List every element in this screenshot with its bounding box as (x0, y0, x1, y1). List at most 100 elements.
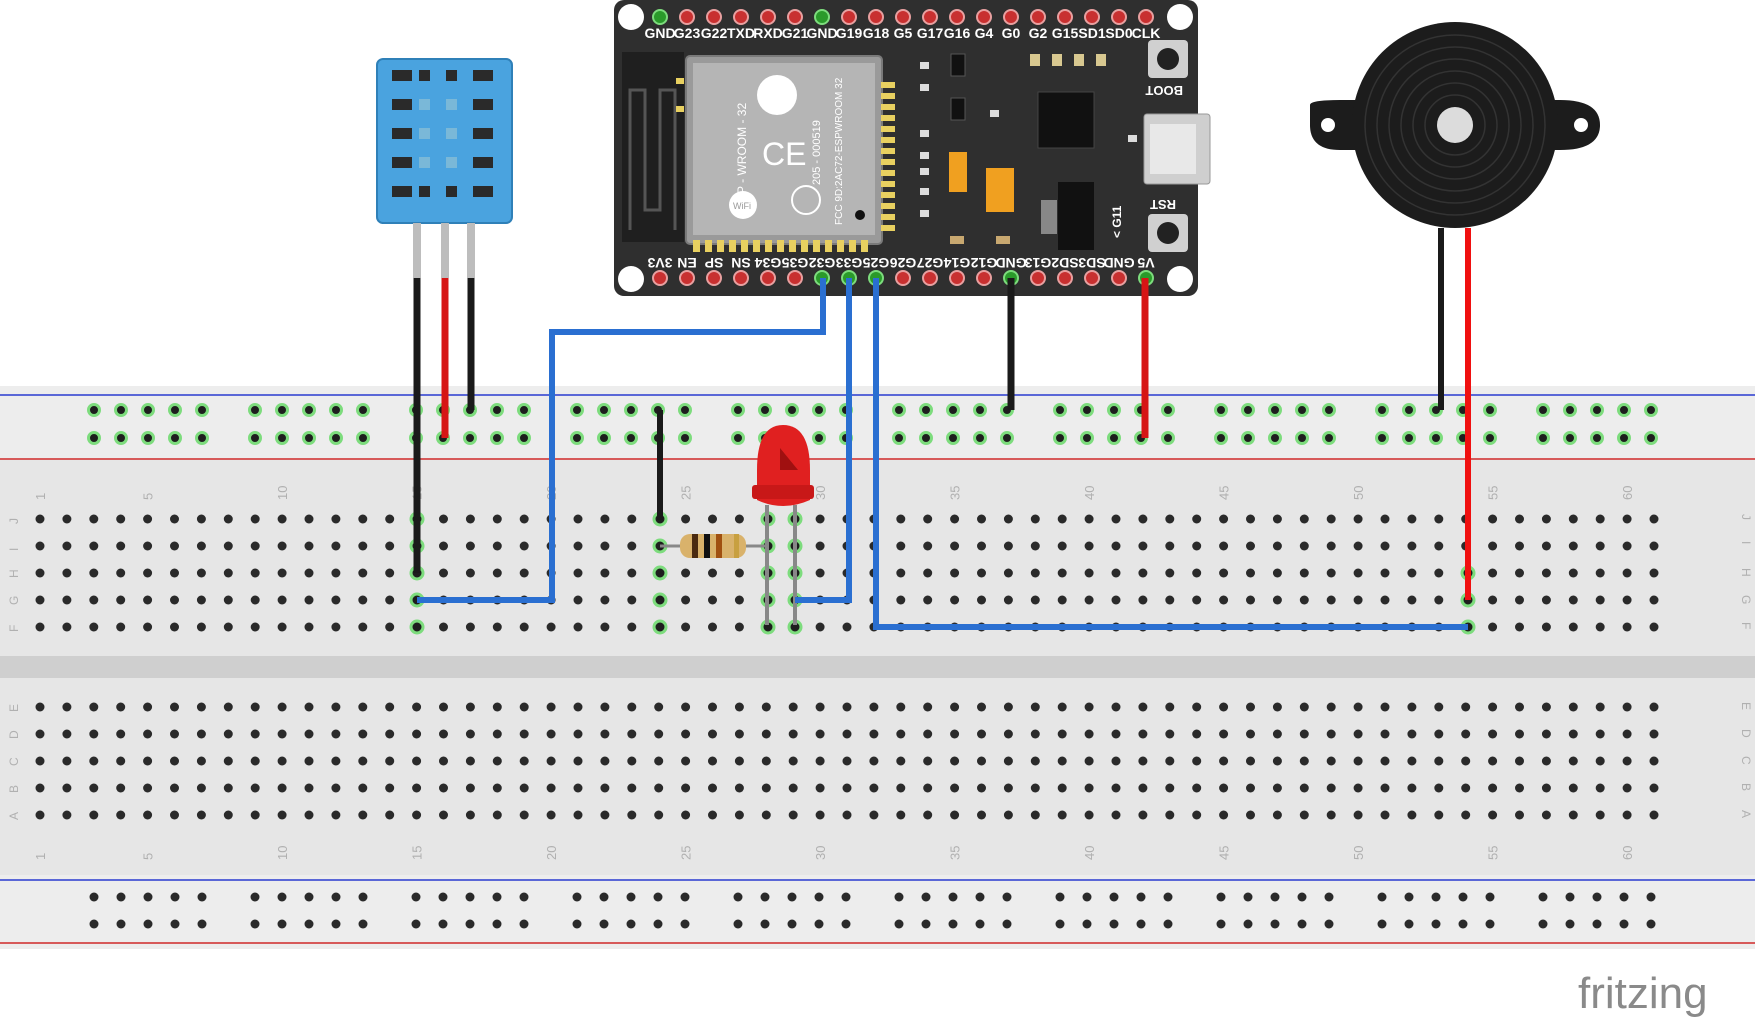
smd-resistor (1128, 135, 1137, 142)
smd-led (1074, 54, 1084, 66)
breadboard-hole (277, 729, 287, 739)
breadboard-hole (842, 783, 852, 793)
breadboard-hole (923, 810, 933, 820)
rail-hole (1322, 431, 1336, 445)
breadboard-hole (1326, 729, 1336, 739)
breadboard-hole (923, 702, 933, 712)
wire-g32-dht[interactable] (417, 278, 826, 603)
rail-hole (1163, 919, 1173, 929)
esp32-bottom-pin-label: G14 (944, 255, 971, 271)
rail-hole (1322, 403, 1336, 417)
breadboard-hole (1084, 541, 1094, 551)
esp32-top-pin-label: TXD (727, 25, 755, 41)
esp32-pin (1084, 270, 1100, 286)
breadboard-hole (761, 756, 771, 766)
smd-capacitor (996, 236, 1010, 244)
dht11-vent (419, 99, 430, 110)
wire-g25-buzzer[interactable] (873, 278, 1468, 630)
breadboard-hole (788, 783, 798, 793)
breadboard-hole (654, 702, 664, 712)
breadboard-hole (573, 702, 583, 712)
breadboard-hole (1057, 810, 1067, 820)
rail-hole (733, 919, 743, 929)
rail-hole (570, 431, 584, 445)
module-pin (801, 240, 808, 252)
breadboard-hole (627, 810, 637, 820)
esp32-top-pin-label: SD0 (1105, 25, 1132, 41)
breadboard-hole (250, 541, 260, 551)
resistor[interactable] (660, 534, 768, 558)
rail-hole (731, 431, 745, 445)
breadboard-hole (412, 756, 422, 766)
rail-hole (894, 919, 904, 929)
breadboard-hole (358, 783, 368, 793)
breadboard-hole (1246, 783, 1255, 793)
breadboard-hole (1111, 729, 1121, 739)
breadboard-hole (35, 541, 45, 551)
breadboard-hole (143, 622, 153, 632)
breadboard-hole (708, 622, 717, 632)
breadboard-hole (1030, 514, 1040, 524)
breadboard-hole (1299, 568, 1309, 578)
breadboard-hole (1434, 729, 1444, 739)
esp32-bottom-pin-label: G33 (836, 255, 863, 271)
breadboard-hole (1219, 568, 1229, 578)
esp32-devkit[interactable]: ESP - WROOM - 32 205 - 000519 FCC 9D:2AC… (614, 0, 1211, 296)
breadboard-hole (573, 783, 583, 793)
breadboard-hole (143, 729, 153, 739)
breadboard-hole (1084, 810, 1094, 820)
wire-g33-led[interactable] (795, 278, 852, 603)
esp32-pin (1138, 9, 1154, 25)
breadboard-hole (385, 595, 395, 605)
breadboard-hole (1057, 541, 1067, 551)
breadboard-hole (1568, 756, 1578, 766)
dht11-sensor[interactable] (376, 58, 513, 278)
rail-hole (626, 919, 636, 929)
breadboard-hole (1515, 756, 1524, 766)
column-label-bottom: 40 (1082, 846, 1097, 860)
breadboard-hole (385, 729, 395, 739)
rail-hole (1297, 919, 1307, 929)
breadboard-hole (734, 702, 744, 712)
breadboard-hole (627, 595, 637, 605)
breadboard-hole (1165, 783, 1175, 793)
smd-resistor (920, 130, 929, 137)
breadboard-hole (304, 622, 314, 632)
breadboard-hole (708, 568, 717, 578)
breadboard-hole (950, 514, 960, 524)
esp32-bottom-pin-label: GND (995, 255, 1026, 271)
breadboard-hole (950, 756, 960, 766)
module-pin (881, 192, 895, 198)
module-pin (676, 78, 684, 84)
breadboard-hole (1595, 729, 1605, 739)
buzzer-ring (1364, 34, 1546, 216)
breadboard-hole (600, 729, 610, 739)
row-label-left: A (7, 812, 21, 820)
rail-hole (1483, 431, 1497, 445)
piezo-buzzer[interactable] (1310, 22, 1600, 228)
rail-hole (1216, 892, 1226, 902)
breadboard-hole (223, 541, 233, 551)
module-pin (881, 137, 895, 143)
breadboard-hole (1407, 514, 1417, 524)
rail-hole (1590, 403, 1604, 417)
dht11-vent (446, 186, 457, 197)
breadboard-hole (1299, 810, 1309, 820)
breadboard-hole (1595, 702, 1605, 712)
breadboard-hole (1165, 756, 1175, 766)
module-pin (881, 126, 895, 132)
breadboard-hole (1461, 810, 1471, 820)
esp32-pin (706, 270, 722, 286)
breadboard-hole (331, 514, 341, 524)
breadboard-hole (788, 729, 798, 739)
rail-hole (785, 403, 799, 417)
esp32-bottom-pin-label: G25 (863, 255, 890, 271)
rail-hole (116, 892, 126, 902)
smd-resistor (990, 110, 999, 117)
breadboard-hole (519, 541, 529, 551)
breadboard-hole (1622, 810, 1632, 820)
smd-led (1096, 54, 1106, 66)
breadboard-hole (815, 622, 825, 632)
red-led[interactable] (752, 425, 814, 625)
rail-hole (250, 892, 260, 902)
